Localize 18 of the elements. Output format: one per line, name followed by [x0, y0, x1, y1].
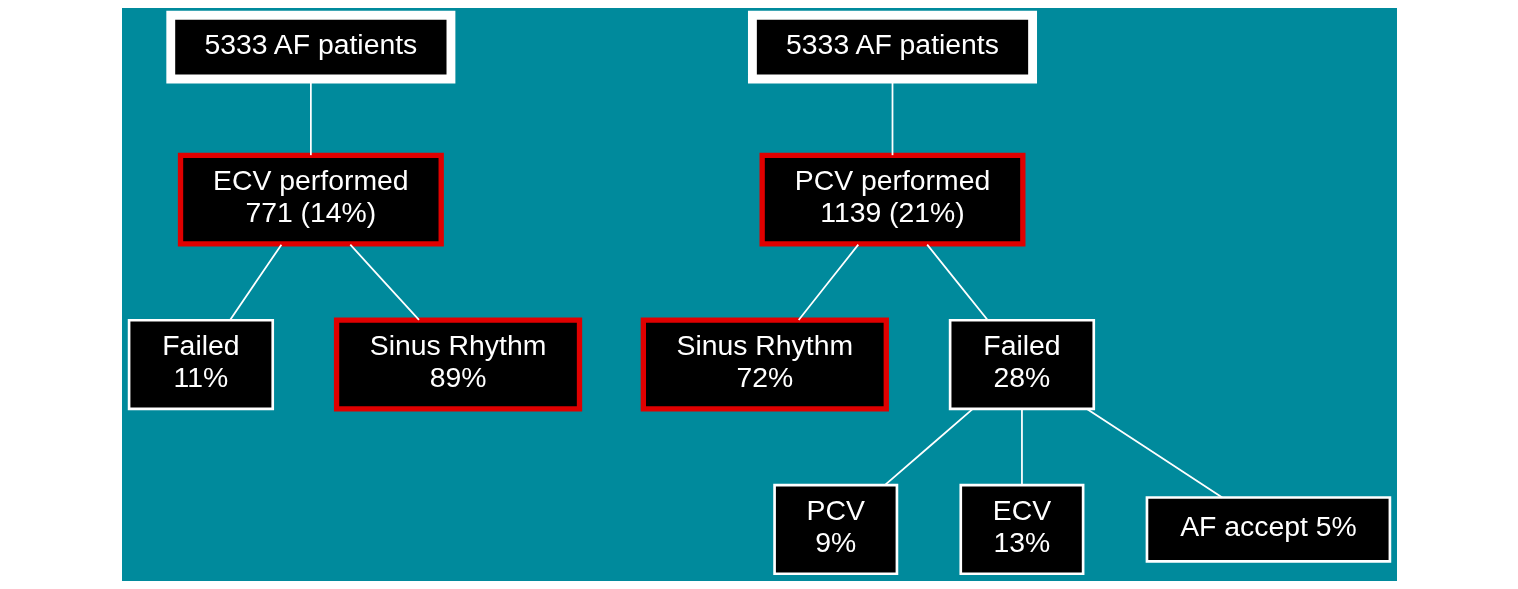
node-box: PCV performed 1139 (21%)	[759, 152, 1025, 247]
node-box: Sinus Rhythm 72%	[640, 317, 889, 412]
node-box: PCV 9%	[772, 483, 898, 576]
connector	[884, 408, 973, 486]
node-box: Sinus Rhythm 89%	[333, 317, 582, 412]
node-box: 5333 AF patients	[747, 10, 1037, 84]
connector	[925, 243, 988, 321]
connector	[228, 243, 282, 321]
node-box: Failed 11%	[127, 318, 274, 411]
connector	[1085, 408, 1223, 499]
node-box: ECV performed 771 (14%)	[177, 152, 444, 247]
connector	[348, 243, 420, 321]
node-box: AF accept 5%	[1145, 496, 1391, 563]
node-box: 5333 AF patients	[165, 10, 455, 84]
node-box: ECV 13%	[958, 483, 1084, 576]
connector	[797, 243, 859, 321]
node-box: Failed 28%	[948, 318, 1095, 411]
connector	[1020, 408, 1023, 486]
